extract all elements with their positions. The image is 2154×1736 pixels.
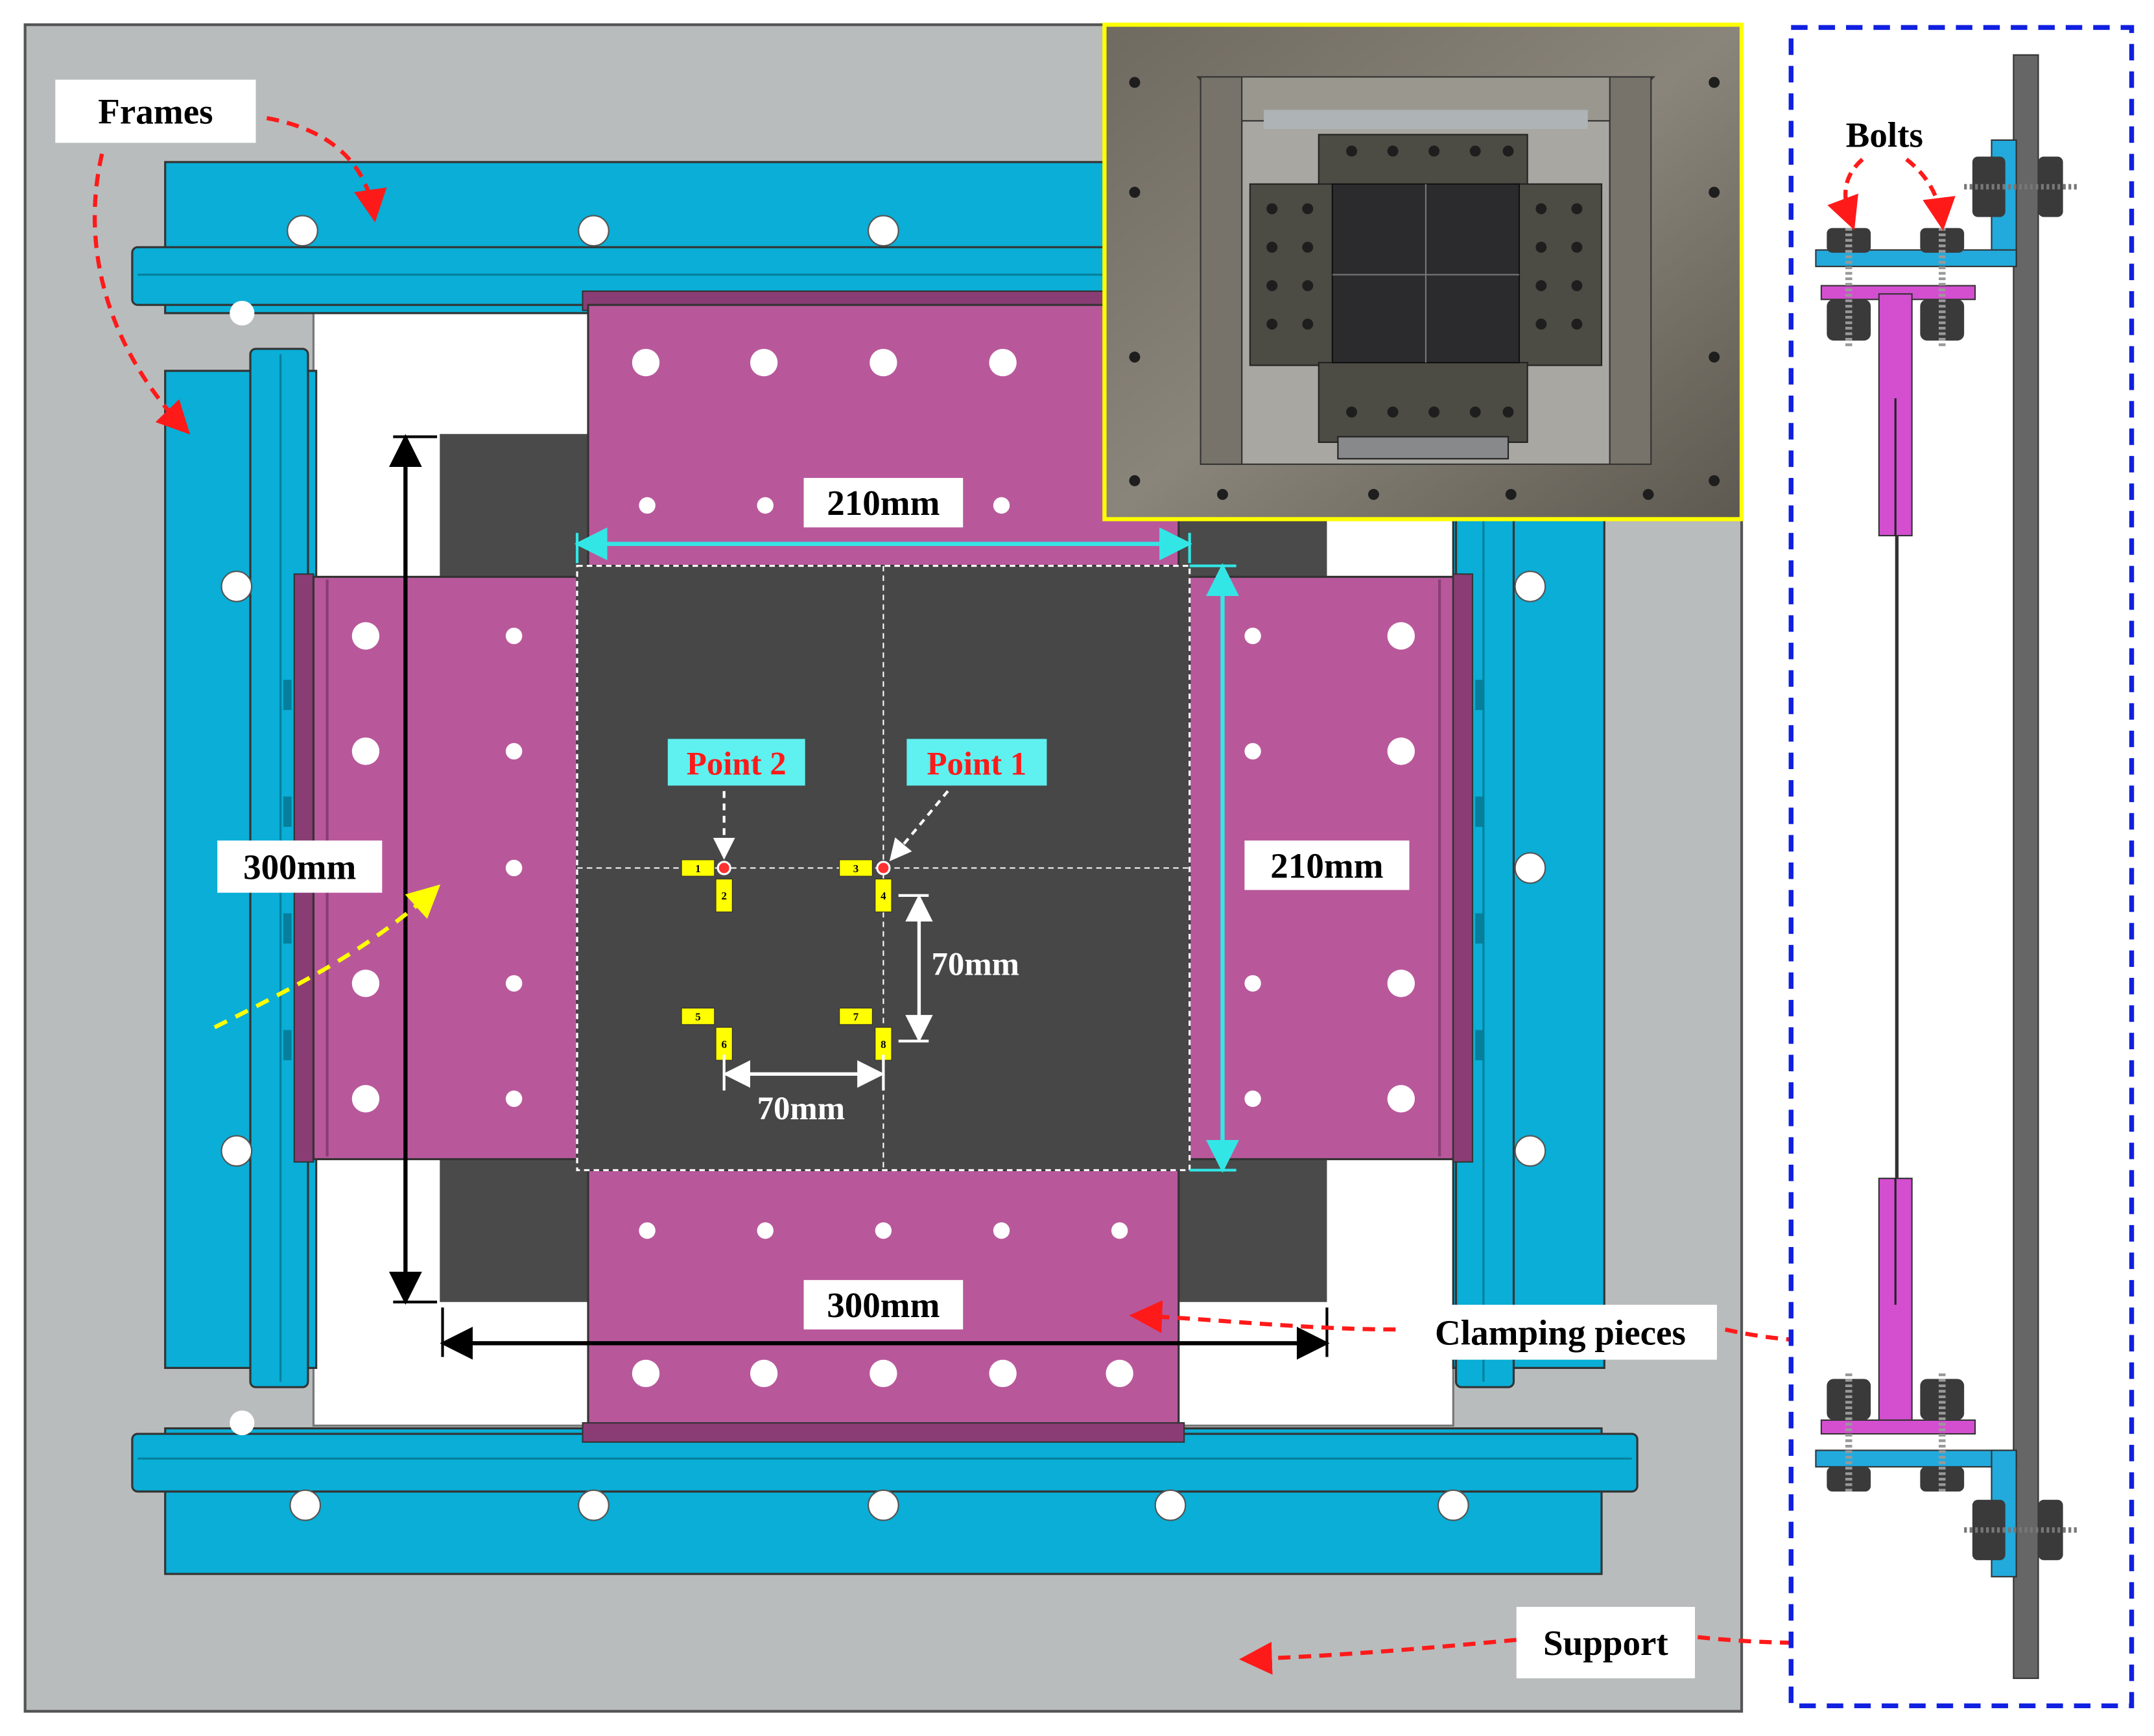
support-arrow-left (1238, 1637, 1517, 1675)
svg-text:Point 2: Point 2 (687, 745, 787, 781)
svg-text:8: 8 (881, 1038, 886, 1051)
side-top-clamp (1820, 285, 1976, 537)
bolts-arrow-left (1827, 158, 1864, 230)
svg-text:7: 7 (853, 1011, 859, 1023)
gauge-4: 4 (875, 878, 892, 912)
svg-text:4: 4 (881, 890, 886, 902)
strain-gauges: 1 2 3 4 5 6 7 (681, 859, 892, 1061)
svg-text:1: 1 (695, 862, 700, 875)
svg-text:Point 1: Point 1 (927, 745, 1026, 781)
svg-text:3: 3 (853, 862, 858, 875)
point-1-pointer (889, 790, 949, 862)
side-bottom-clamp (1820, 1178, 1976, 1435)
point-2-label: Point 2 (667, 739, 805, 786)
svg-text:300mm: 300mm (827, 1285, 940, 1325)
gauge-7: 7 (838, 1007, 873, 1025)
test-rig-photo (1102, 22, 1744, 521)
svg-text:Frames: Frames (98, 92, 213, 132)
support-label: Support (1516, 1606, 1696, 1679)
top-clamping-piece (582, 290, 1185, 567)
point-2-marker (716, 861, 731, 875)
dim-bottom-width: 300mm (440, 1279, 1330, 1360)
svg-text:5: 5 (695, 1011, 700, 1023)
bottom-frame (131, 1410, 1639, 1575)
clamping-arrow-left (1129, 1300, 1396, 1333)
svg-text:210mm: 210mm (827, 483, 940, 523)
svg-text:Clamping pieces: Clamping pieces (1435, 1313, 1686, 1352)
dim-gauge-horizontal: 70mm (722, 1054, 885, 1126)
point-1-marker (876, 861, 891, 875)
frames-label: Frames (55, 79, 256, 143)
svg-text:70mm: 70mm (757, 1090, 845, 1126)
point-1-label: Point 1 (906, 739, 1047, 786)
svg-text:70mm: 70mm (932, 946, 1019, 982)
side-bottom-bolts (1827, 1373, 1965, 1492)
gauge-5: 5 (681, 1007, 715, 1025)
side-view: Bolts (1788, 25, 2135, 1709)
bolts-label: Bolts (1846, 115, 1923, 155)
gauge-3: 3 (838, 859, 873, 877)
gauge-1: 1 (681, 859, 715, 877)
svg-text:6: 6 (721, 1038, 726, 1051)
dim-top-width: 210mm (574, 478, 1192, 564)
dim-gauge-vertical: 70mm (898, 894, 1019, 1043)
side-top-bolts (1827, 228, 1965, 346)
dim-left-height: 300mm (217, 434, 438, 1305)
dim-right-height: 210mm (1189, 563, 1410, 1173)
svg-text:210mm: 210mm (1270, 846, 1383, 885)
frames-arrow-left (93, 153, 191, 434)
bolts-arrow-right (1905, 158, 1956, 231)
svg-text:2: 2 (721, 890, 726, 902)
clamping-pieces-label: Clamping pieces (1404, 1304, 1717, 1360)
svg-text:300mm: 300mm (243, 847, 356, 886)
gauge-2: 2 (715, 878, 733, 912)
frames-arrow-top (266, 116, 387, 222)
svg-text:Support: Support (1543, 1623, 1668, 1663)
support-rod (2013, 54, 2039, 1680)
